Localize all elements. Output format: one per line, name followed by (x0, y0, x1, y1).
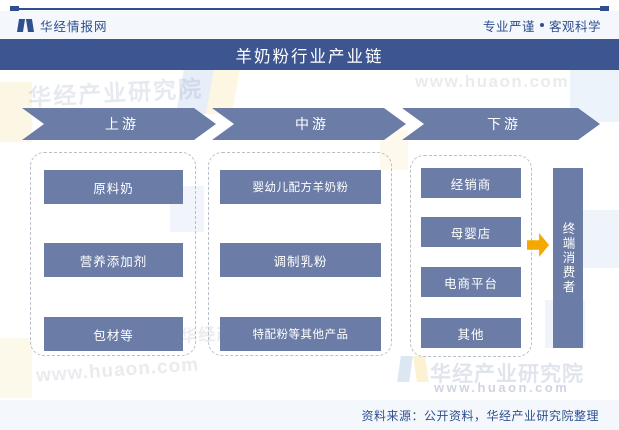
tagline: 专业严谨 客观科学 (483, 16, 601, 35)
stage-chevron-midstream: 中游 (212, 108, 406, 140)
bullet-dot-icon (539, 23, 544, 27)
stage-chevron-downstream: 下游 (402, 108, 600, 140)
stage-chevron-upstream: 上游 (22, 108, 216, 140)
upstream-node-3: 包材等 (44, 317, 183, 351)
brand-name: 华经情报网 (40, 19, 108, 34)
watermark-institute-top-left: 华经产业研究院 (27, 75, 204, 111)
stage-label-upstream: 上游 (105, 117, 139, 133)
book-watermark-icon (397, 356, 429, 382)
terminal-consumer-node: 终端消费者 (553, 168, 583, 348)
stage-label-midstream: 中游 (295, 117, 329, 133)
title-band: 羊奶粉行业产业链 (0, 39, 619, 70)
downstream-node-2: 母婴店 (421, 217, 521, 247)
stage-chevron-band: 上游 中游 下游 (22, 108, 600, 140)
book-logo-icon (16, 18, 35, 32)
watermark-url-top: www.huaon.com (415, 72, 569, 91)
tagline-right-text: 客观科学 (548, 19, 601, 34)
midstream-node-3: 特配粉等其他产品 (220, 317, 381, 351)
tagline-left-text: 专业严谨 (482, 19, 535, 34)
brand: 华经情报网 (16, 16, 108, 35)
stage-label-downstream: 下游 (487, 117, 521, 133)
downstream-node-3: 电商平台 (421, 267, 521, 297)
downstream-node-1: 经销商 (421, 168, 521, 198)
midstream-group (208, 152, 392, 356)
upstream-group (30, 152, 196, 356)
page-title: 羊奶粉行业产业链 (235, 46, 384, 66)
footer-bar: 资料来源：公开资料，华经产业研究院整理 (0, 400, 619, 430)
downstream-node-4: 其他 (421, 318, 521, 348)
watermark-url-left: www.huaon.com (35, 354, 200, 387)
upstream-node-1: 原料奶 (44, 170, 183, 204)
top-divider-rule (10, 6, 609, 12)
brand-bar: 华经情报网 专业严谨 客观科学 (0, 11, 619, 39)
watermark-institute-bottom-right: 华经产业研究院 (430, 363, 584, 386)
watermark-url-bottom-right: www.huaon.com (434, 380, 570, 395)
decor-shape-5 (0, 338, 32, 398)
source-note: 资料来源：公开资料，华经产业研究院整理 (361, 408, 599, 423)
downstream-group (410, 155, 532, 357)
upstream-node-2: 营养添加剂 (44, 243, 183, 277)
midstream-node-1: 婴幼儿配方羊奶粉 (220, 170, 381, 204)
midstream-node-2: 调制乳粉 (220, 243, 381, 277)
